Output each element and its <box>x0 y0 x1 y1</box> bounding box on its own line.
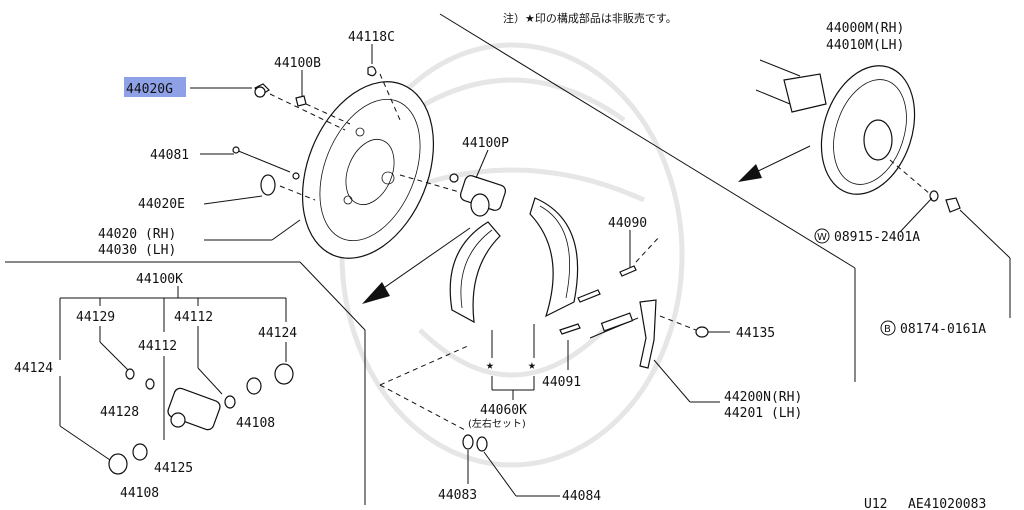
direction-arrow-right <box>738 145 811 182</box>
plate-dash-lines <box>269 73 471 201</box>
brake-assembly-part <box>755 59 961 213</box>
plate-hardware <box>232 66 377 196</box>
label-44100K: 44100K <box>136 272 183 287</box>
star-mark-rear: ★ <box>528 358 536 373</box>
label-44020E: 44020E <box>138 197 185 212</box>
label-44020G: 44020G <box>126 82 173 97</box>
label-44100P: 44100P <box>462 136 509 151</box>
label-set-note: (左右セット) <box>468 417 526 430</box>
leader-lines <box>190 44 1011 497</box>
footer-ref: AE41020083 <box>908 497 986 510</box>
label-44090: 44090 <box>608 216 647 231</box>
label-44030-lh: 44030 (LH) <box>98 243 176 258</box>
wheel-cylinder-kit-bracket <box>59 286 287 461</box>
note-text: 注）★印の構成部品は非販売です。 <box>503 11 677 25</box>
label-44100B: 44100B <box>274 56 321 71</box>
label-08915: 08915-2401A <box>834 230 920 245</box>
label-44084: 44084 <box>562 489 601 504</box>
label-08174: 08174-0161A <box>900 322 986 337</box>
part-labels: 44020G 44100B 44118C 44081 44020E 44020 … <box>14 21 986 504</box>
label-44200N: 44200N(RH) <box>724 390 802 405</box>
springs <box>559 235 661 335</box>
direction-arrow-main <box>362 227 471 304</box>
label-44128: 44128 <box>100 405 139 420</box>
bolt-mark: B <box>884 324 891 335</box>
label-44060K: 44060K <box>480 403 527 418</box>
label-44118C: 44118C <box>348 30 395 45</box>
label-44112-a: 44112 <box>174 310 213 325</box>
adjuster-parts <box>462 434 488 452</box>
star-mark-front: ★ <box>486 358 494 373</box>
footer-code: U12 <box>864 497 887 510</box>
label-44083: 44083 <box>438 488 477 503</box>
brake-shoe-rear <box>529 197 579 318</box>
label-44010M: 44010M(LH) <box>826 38 904 53</box>
label-44124-a: 44124 <box>258 326 297 341</box>
wheel-cylinder-kit-parts <box>108 363 294 475</box>
label-44020-rh: 44020 (RH) <box>98 227 176 242</box>
label-44129: 44129 <box>76 310 115 325</box>
label-44108-b: 44108 <box>120 486 159 501</box>
label-44091: 44091 <box>542 375 581 390</box>
frame-lines <box>5 13 856 505</box>
label-44112-b: 44112 <box>138 339 177 354</box>
washer-mark: W <box>817 232 827 243</box>
backing-plate-part <box>301 81 435 259</box>
parking-lever-part <box>589 299 709 369</box>
label-44108-a: 44108 <box>236 416 275 431</box>
wheel-cylinder-part <box>449 173 507 217</box>
label-44000M: 44000M(RH) <box>826 21 904 36</box>
label-44201: 44201 (LH) <box>724 406 802 421</box>
label-44124-b: 44124 <box>14 361 53 376</box>
highlight-44020G <box>124 77 186 97</box>
label-44135: 44135 <box>736 326 775 341</box>
label-44125: 44125 <box>154 461 193 476</box>
label-44081: 44081 <box>150 148 189 163</box>
brake-shoe-front <box>449 221 501 324</box>
